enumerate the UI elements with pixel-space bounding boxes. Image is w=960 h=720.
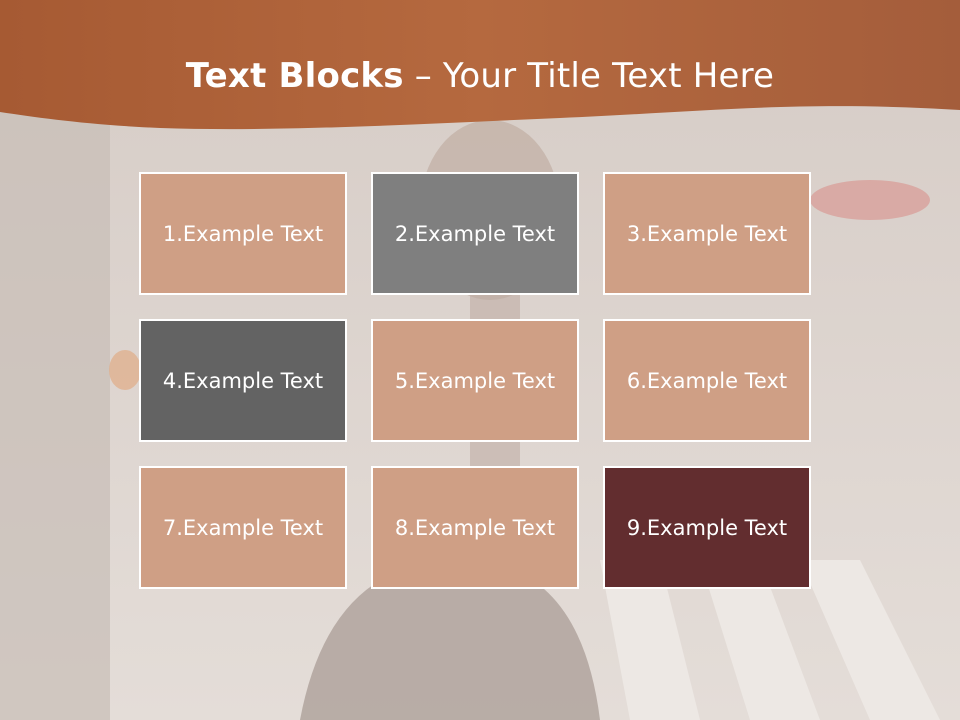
title-bold: Text Blocks (185, 56, 404, 96)
text-block-6[interactable]: 6.Example Text (603, 319, 811, 442)
title-dash: – (403, 56, 443, 96)
text-block-9[interactable]: 9.Example Text (603, 466, 811, 589)
text-block-label: 9.Example Text (626, 515, 788, 540)
text-block-1[interactable]: 1.Example Text (139, 172, 347, 295)
slide-title: Text Blocks – Your Title Text Here (0, 56, 960, 96)
text-block-7[interactable]: 7.Example Text (139, 466, 347, 589)
text-block-label: 7.Example Text (162, 515, 324, 540)
text-block-5[interactable]: 5.Example Text (371, 319, 579, 442)
text-block-label: 6.Example Text (626, 368, 788, 393)
text-block-label: 2.Example Text (394, 221, 556, 246)
text-block-label: 4.Example Text (162, 368, 324, 393)
text-block-8[interactable]: 8.Example Text (371, 466, 579, 589)
text-block-4[interactable]: 4.Example Text (139, 319, 347, 442)
text-block-label: 3.Example Text (626, 221, 788, 246)
text-block-label: 1.Example Text (162, 221, 324, 246)
title-rest: Your Title Text Here (442, 56, 775, 96)
text-block-label: 5.Example Text (394, 368, 556, 393)
text-block-2[interactable]: 2.Example Text (371, 172, 579, 295)
text-block-3[interactable]: 3.Example Text (603, 172, 811, 295)
header-band (0, 0, 960, 130)
text-block-label: 8.Example Text (394, 515, 556, 540)
